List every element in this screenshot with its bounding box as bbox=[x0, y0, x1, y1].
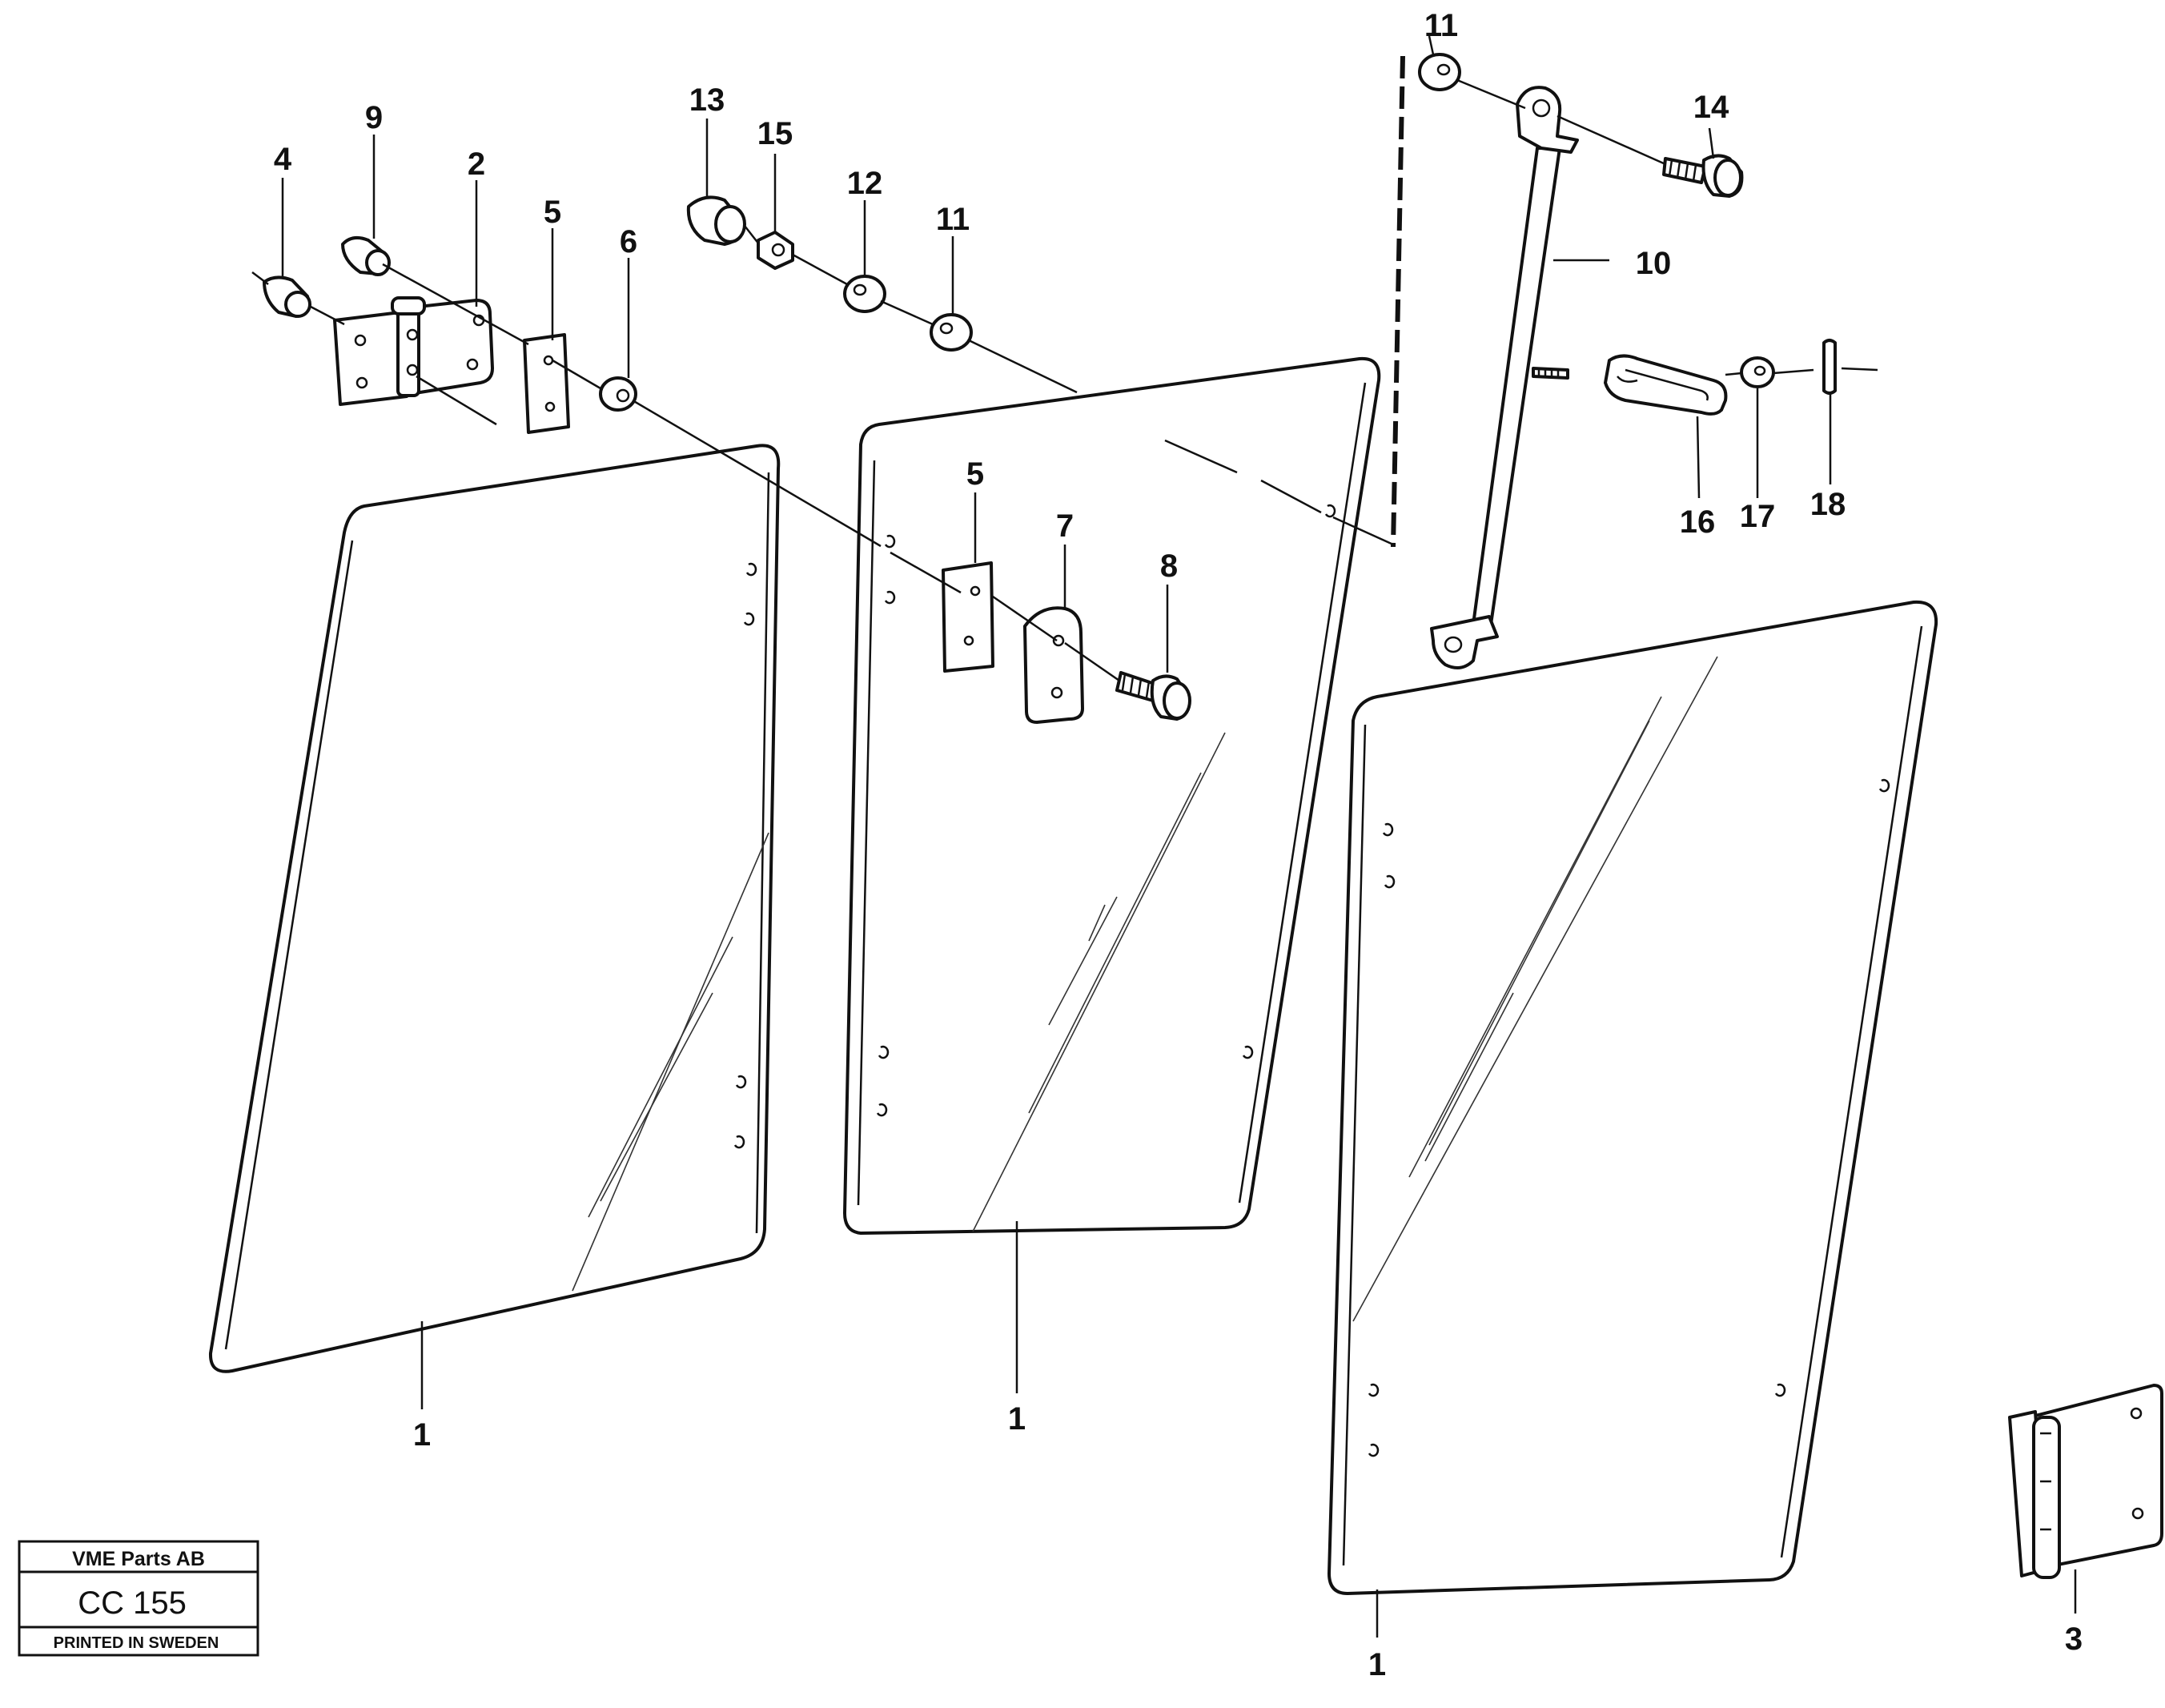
washer-11-lower bbox=[930, 313, 973, 352]
callout-1-right: 1 bbox=[1368, 1647, 1386, 1682]
glass-panel-middle bbox=[843, 356, 1381, 1235]
title-block: VME Parts AB CC 155 PRINTED IN SWEDEN bbox=[18, 1540, 259, 1657]
bushing-13 bbox=[686, 195, 746, 246]
reference-dashed-line bbox=[1391, 55, 1405, 548]
assembly-lines bbox=[251, 78, 1878, 682]
bolt-14 bbox=[1662, 154, 1744, 198]
callout-1-middle: 1 bbox=[1008, 1401, 1026, 1437]
callout-10: 10 bbox=[1636, 246, 1672, 281]
hinge-bottom-right bbox=[2008, 1384, 2163, 1579]
nut-15 bbox=[757, 231, 794, 270]
spacer-plate-5-middle bbox=[942, 561, 994, 673]
callout-17: 17 bbox=[1740, 499, 1776, 534]
bracket-plate-7 bbox=[1023, 606, 1084, 724]
glass-panel-left bbox=[208, 444, 781, 1373]
stay-rod-10 bbox=[1430, 86, 1579, 669]
callout-16: 16 bbox=[1680, 504, 1716, 540]
callout-3: 3 bbox=[2065, 1622, 2083, 1657]
callout-7: 7 bbox=[1056, 508, 1074, 544]
callout-12: 12 bbox=[847, 166, 883, 201]
callout-4: 4 bbox=[274, 142, 292, 177]
callout-13: 13 bbox=[689, 82, 725, 118]
callout-15: 15 bbox=[757, 116, 793, 151]
callout-9: 9 bbox=[365, 100, 383, 135]
callout-2: 2 bbox=[468, 147, 485, 182]
callout-leaders bbox=[281, 35, 2077, 1638]
callout-numbers: 1 1 1 2 3 4 5 5 6 7 8 9 10 11 11 12 13 1… bbox=[274, 8, 2083, 1682]
title-block-printed: PRINTED IN SWEDEN bbox=[54, 1634, 219, 1652]
title-block-company: VME Parts AB bbox=[72, 1548, 205, 1570]
latch-16 bbox=[1532, 354, 1728, 416]
callout-11-top: 11 bbox=[1424, 8, 1458, 43]
cap-nut-4 bbox=[263, 275, 311, 318]
washer-6 bbox=[599, 376, 637, 412]
washer-12 bbox=[843, 275, 886, 313]
callout-18: 18 bbox=[1810, 487, 1846, 522]
callout-11-row: 11 bbox=[936, 202, 970, 237]
washer-11-upper bbox=[1418, 53, 1461, 91]
callout-5-middle: 5 bbox=[966, 456, 984, 492]
pin-18 bbox=[1822, 339, 1837, 395]
callout-5-left: 5 bbox=[544, 195, 561, 230]
washer-17 bbox=[1740, 356, 1775, 388]
bolt-8 bbox=[1115, 671, 1191, 721]
title-block-code: CC 155 bbox=[78, 1585, 187, 1621]
cap-nut-9 bbox=[341, 235, 391, 276]
callout-1-left: 1 bbox=[413, 1417, 431, 1453]
glass-panel-right bbox=[1328, 600, 1938, 1595]
hinge-top-left bbox=[333, 296, 494, 406]
callout-6: 6 bbox=[620, 224, 637, 259]
spacer-plate-5-left bbox=[523, 333, 570, 434]
callout-8: 8 bbox=[1160, 549, 1178, 584]
callout-14: 14 bbox=[1693, 90, 1729, 125]
